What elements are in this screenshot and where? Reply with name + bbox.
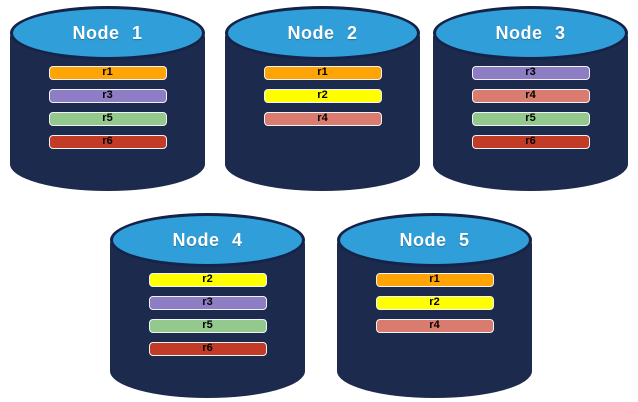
replica-bar-r6: r6 bbox=[48, 135, 167, 149]
db-node: Node 1 r1 r3 r5 r6 bbox=[10, 6, 205, 191]
replica-bar-r5: r5 bbox=[471, 112, 590, 126]
replica-bar-r2: r2 bbox=[375, 296, 494, 310]
node-label: Node 4 bbox=[172, 229, 243, 250]
replica-bar-list: r1 r2 r4 bbox=[375, 273, 494, 333]
db-node: Node 2 r1 r2 r4 bbox=[225, 6, 420, 191]
cylinder-top: Node 2 bbox=[225, 6, 420, 60]
replica-bar-r1: r1 bbox=[375, 273, 494, 287]
replica-bar-r3: r3 bbox=[48, 89, 167, 103]
replica-bar-r6: r6 bbox=[471, 135, 590, 149]
replica-bar-list: r2 r3 r5 r6 bbox=[148, 273, 267, 356]
replica-bar-r4: r4 bbox=[263, 112, 382, 126]
db-node: Node 5 r1 r2 r4 bbox=[337, 213, 532, 398]
replica-bar-r5: r5 bbox=[48, 112, 167, 126]
replica-bar-r2: r2 bbox=[148, 273, 267, 287]
replica-bar-r3: r3 bbox=[471, 66, 590, 80]
node-label: Node 1 bbox=[72, 22, 143, 43]
node-label: Node 2 bbox=[287, 22, 358, 43]
replica-bar-list: r1 r3 r5 r6 bbox=[48, 66, 167, 149]
replica-bar-list: r3 r4 r5 r6 bbox=[471, 66, 590, 149]
replica-bar-r4: r4 bbox=[375, 319, 494, 333]
replica-bar-r6: r6 bbox=[148, 342, 267, 356]
node-label: Node 5 bbox=[399, 229, 470, 250]
db-node: Node 3 r3 r4 r5 r6 bbox=[433, 6, 628, 191]
replica-bar-r5: r5 bbox=[148, 319, 267, 333]
db-node: Node 4 r2 r3 r5 r6 bbox=[110, 213, 305, 398]
replica-bar-r2: r2 bbox=[263, 89, 382, 103]
replica-bar-r3: r3 bbox=[148, 296, 267, 310]
cylinder-top: Node 4 bbox=[110, 213, 305, 267]
replica-bar-r1: r1 bbox=[48, 66, 167, 80]
replica-bar-r4: r4 bbox=[471, 89, 590, 103]
node-label: Node 3 bbox=[495, 22, 566, 43]
replica-bar-list: r1 r2 r4 bbox=[263, 66, 382, 126]
cylinder-top: Node 1 bbox=[10, 6, 205, 60]
cylinder-top: Node 3 bbox=[433, 6, 628, 60]
replica-bar-r1: r1 bbox=[263, 66, 382, 80]
cylinder-top: Node 5 bbox=[337, 213, 532, 267]
